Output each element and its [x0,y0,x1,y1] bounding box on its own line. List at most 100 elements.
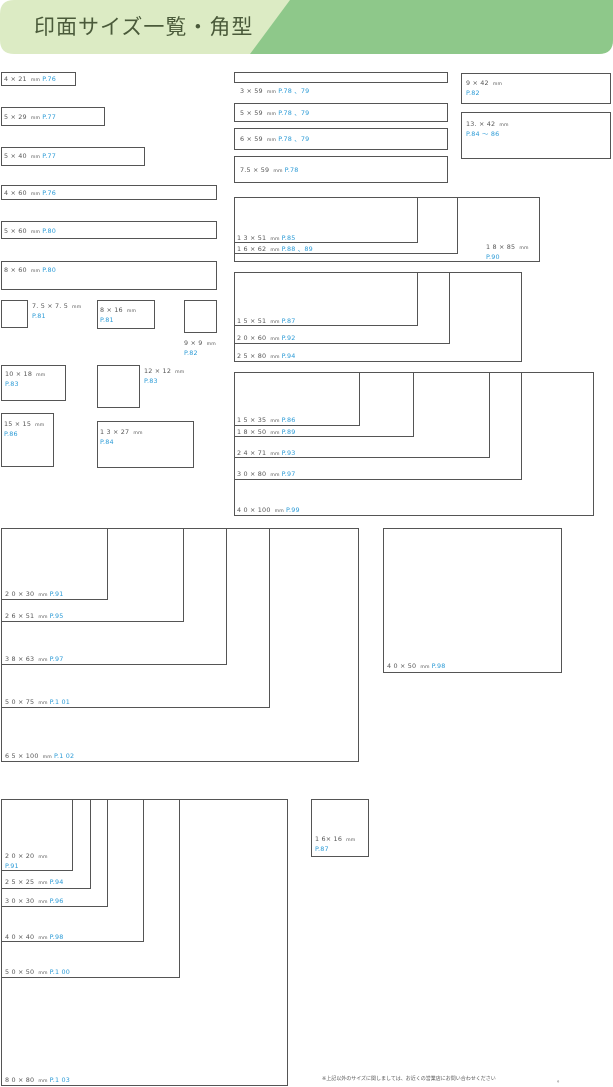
stamp-box-4x21 [1,72,76,86]
unit-text: mm [270,337,280,342]
page-ref: P.1 00 [49,968,70,976]
stamp-box-5x60 [1,221,217,239]
size-text: 5 × 29 [4,113,27,121]
size-text: 4 × 60 [4,189,27,197]
page-ref: P.78 [284,166,299,174]
size-text: 1 6× 16 [315,835,343,843]
stamp-box-20x30 [1,528,108,600]
size-text: 5 × 60 [4,227,27,235]
page-ref: P.1 01 [49,698,70,706]
unit-text: mm [30,78,41,83]
stamp-box-5x59 [234,103,448,122]
stamp-box-5x40 [1,147,145,166]
size-text: 4 0 × 40 [5,933,35,941]
page-ref: P.80 [42,266,57,274]
size-text: 2 0 × 20 [5,852,35,860]
page-title: 印面サイズ一覧・角型 [34,15,254,39]
unit-text: mm [38,971,48,976]
footer-dot: 。 [557,1077,564,1084]
stamp-box-12x12 [97,365,140,408]
page-ref: P.87 [281,317,296,325]
size-text: 1 8 × 85 [486,243,516,251]
unit-text: mm [38,593,48,598]
page-ref: P.94 [281,352,296,360]
stamp-box-15x15 [1,413,54,467]
size-text: 5 0 × 75 [5,698,35,706]
size-text: 2 0 × 30 [5,590,35,598]
stamp-box-7.5x59 [234,156,448,183]
size-text: 3 0 × 80 [237,470,267,478]
size-text: 3 8 × 63 [5,655,35,663]
unit-text: mm [38,881,48,886]
unit-text: mm [420,665,430,670]
size-text: 7.5 × 59 [240,166,270,174]
unit-text: mm [266,112,277,117]
unit-text: mm [270,419,280,424]
page-ref: P.1 03 [49,1076,70,1084]
size-text: 8 × 16 [100,306,123,314]
page-ref: P.98 [431,662,446,670]
unit-text: mm [35,423,45,428]
stamp-box-6x59 [234,128,448,150]
stamp-box-13x42 [461,112,611,159]
size-text: 3 × 59 [240,87,263,95]
unit-text: mm [270,431,280,436]
unit-text: mm [38,1079,48,1084]
page-ref: P.97 [281,470,296,478]
stamp-box-5x29 [1,107,105,126]
stamp-box-40x50 [383,528,562,673]
unit-text: mm [270,237,280,242]
size-text: 8 0 × 80 [5,1076,35,1084]
unit-text: mm [346,838,356,843]
stamp-box-9x42 [461,73,611,104]
page-ref: P.81 [100,316,114,324]
unit-text: mm [38,615,48,620]
size-text: 1 3 × 51 [237,234,267,242]
unit-text: mm [30,192,41,197]
size-text: 9 × 9 [184,339,203,347]
size-text: 9 × 42 [466,79,489,87]
page-ref: P.77 [42,152,57,160]
page-ref: P.80 [42,227,57,235]
unit-text: mm [492,82,503,87]
size-text: 5 × 59 [240,109,263,117]
page-ref: P.86 [281,416,296,424]
page-ref: P.83 [5,380,19,388]
unit-text: mm [133,431,143,436]
page-ref: P.81 [32,312,46,320]
unit-text: mm [72,305,82,310]
unit-text: mm [36,373,46,378]
page-ref: P.78 、79 [278,109,310,117]
unit-text: mm [270,473,280,478]
stamp-box-8x60 [1,261,217,290]
size-text: 2 0 × 60 [237,334,267,342]
size-text: 5 0 × 50 [5,968,35,976]
size-text: 15 × 15 [4,420,32,428]
unit-text: mm [30,116,41,121]
page-ref: P.91 [49,590,64,598]
stamp-box-15x51 [234,272,418,326]
page-ref: P.76 [42,75,57,83]
unit-text: mm [38,701,48,706]
